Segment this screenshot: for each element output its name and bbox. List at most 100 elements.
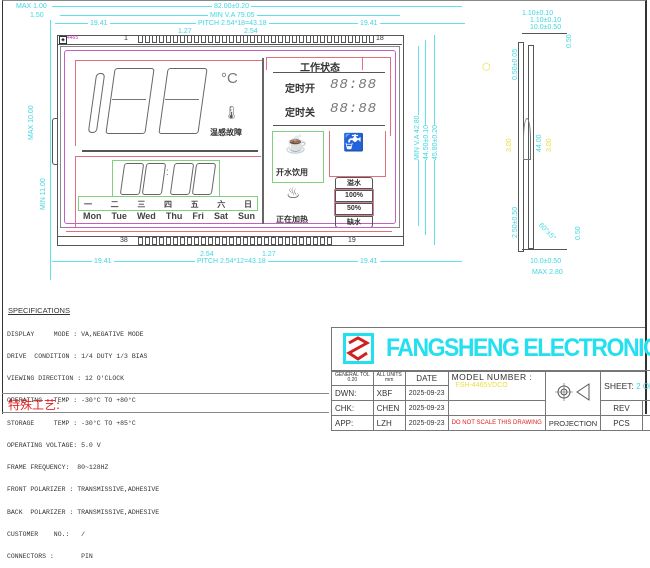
pin-label-18: 18 — [376, 35, 384, 42]
spec-list: DISPLAY MODE : VA,NEGATIVE MODE DRIVE CO… — [7, 316, 159, 568]
water-level-50: 50% — [334, 202, 374, 216]
projection-symbol-icon — [554, 383, 590, 401]
spec-line: FRAME FREQUENCY: 80~128HZ — [7, 464, 109, 472]
weekday-cn: 日 — [243, 200, 252, 209]
bottom-pin-header — [57, 235, 404, 246]
top-pin-header — [57, 35, 402, 45]
dim-va-width: MIN V.A 79.05 — [208, 12, 257, 19]
spec-line: OPERATING VOLTAGE: 5.0 V — [7, 441, 101, 449]
model-number-value: FSH-4465VDCO — [455, 382, 508, 389]
side-view-pin-top — [522, 33, 567, 34]
celsius-unit: °C — [221, 70, 238, 87]
dim-right-glass: 44.50±0.10 — [423, 125, 430, 160]
heating-waves-icon: ♨ — [286, 185, 300, 202]
projection-label: PROJECTION — [544, 415, 602, 431]
work-status-title: 工作状态 — [300, 63, 340, 74]
model-spacer — [447, 400, 546, 416]
part-code: 4465 — [67, 35, 79, 41]
work-status-outline — [266, 57, 363, 70]
status-red-outline — [333, 57, 391, 136]
weekday-en: Sun — [238, 211, 255, 221]
dim-left-margin-bottom: 19.41 — [92, 258, 114, 265]
side-view-bevel — [523, 118, 531, 160]
general-tol-label: GENERAL TOL — [335, 372, 370, 378]
model-number-cell: MODEL NUMBER : FSH-4465VDCO — [447, 370, 546, 401]
weekday-en: Wed — [136, 211, 156, 221]
do-not-scale-warning: DO NOT SCALE THIS DRAWING — [447, 415, 546, 431]
spec-line: OPERATING TEMP : -30°C TO +80°C — [7, 397, 136, 405]
segment-mid — [112, 99, 146, 100]
drawn-by-name: XBF — [372, 385, 406, 401]
spec-line: CONNECTORS : PIN — [7, 553, 93, 560]
dim-pin-pitch-top: 2.54 — [244, 28, 258, 35]
left-notch — [52, 118, 58, 165]
side-view-pin-bottom — [522, 249, 567, 250]
boil-panel-outline — [272, 131, 324, 183]
dim-side-mid-2: 44.00 — [536, 134, 543, 152]
pcs-label: PCS — [600, 415, 643, 431]
rev-value: B — [641, 400, 650, 416]
water-level-overflow: 溢水 — [335, 177, 373, 189]
temp-fault-label: 温感故障 — [210, 128, 242, 137]
weekday-cn: 六 — [217, 200, 226, 209]
spec-line: BACK POLARIZER : TRANSMISSIVE,ADHESIVE — [7, 508, 160, 516]
weekday-en-row: Mon Tue Wed Thu Fri Sat Sun — [83, 211, 255, 221]
checked-date: 2025-09-23 — [404, 400, 449, 416]
dim-overall-width: 82.00±0.20 — [212, 3, 251, 10]
faucet-panel-outline — [329, 131, 386, 177]
top-pin-row — [138, 35, 374, 43]
company-logo — [343, 333, 374, 364]
spec-line: DRIVE CONDITION : 1/4 DUTY 1/3 BIAS — [7, 353, 148, 361]
dim-pitch-bottom: PITCH 2.54*12=43.18 — [195, 258, 268, 265]
separator-bar — [82, 150, 258, 152]
heating-label: 正在加热 — [276, 215, 308, 224]
pin-label-1: 1 — [124, 35, 128, 42]
spec-bottom-line — [2, 412, 329, 413]
bottom-outline-band — [66, 227, 392, 232]
dim-left-max: MAX 10.00 — [28, 105, 35, 140]
dim-left-min: MIN 11.00 — [40, 178, 47, 210]
clock-digit-outline — [112, 160, 220, 197]
date-header: DATE — [404, 370, 449, 386]
timer-on-label: 定时开 — [285, 84, 315, 95]
weekday-en: Thu — [165, 211, 183, 221]
dim-pin-half-top: 1.27 — [178, 28, 192, 35]
dim-edge: 1.50 — [30, 12, 44, 19]
sheet-value: 2 OF 4 — [636, 381, 650, 391]
dim-right-overall: 45.80±0.20 — [432, 125, 439, 160]
pin-label-19: 19 — [348, 237, 356, 244]
dim-line-left — [50, 20, 51, 280]
units-label: ALL UNITS — [376, 372, 402, 378]
pcs-value: / — [641, 415, 650, 431]
vertical-divider — [262, 58, 264, 224]
spec-divider — [2, 393, 329, 394]
boil-label: 开水饮用 — [276, 168, 308, 177]
segment-mid — [165, 99, 199, 100]
company-name: FANGSHENG ELECTRONIC CO.,LTD — [386, 334, 650, 362]
clock-colon: : — [166, 167, 169, 178]
dim-pin-pitch-bottom: 2.54 — [200, 251, 214, 258]
weekday-cn: 五 — [190, 200, 199, 209]
dim-side-4: 0.50 — [566, 34, 573, 48]
dim-side-5: 0.50±0.05 — [512, 48, 519, 80]
units-value: mm — [385, 377, 394, 383]
weekday-en: Tue — [111, 211, 127, 221]
projection-symbol — [544, 370, 602, 416]
spec-line: FRONT POLARIZER : TRANSMISSIVE,ADHESIVE — [7, 486, 160, 494]
status-underline — [273, 72, 385, 73]
dim-side-3: 10.0±0.50 — [530, 24, 562, 31]
approved-by-name: LZH — [372, 415, 406, 431]
timer-off-digits: 88:88 — [330, 101, 378, 117]
dim-side-2: 1.10±0.10 — [530, 17, 562, 24]
water-level-list: 溢水 100% 50% 缺水 — [334, 177, 374, 228]
pin-label-38: 38 — [120, 237, 128, 244]
spec-title: SPECIFICATIONS — [8, 306, 70, 315]
dim-side-mid-3: 3.00 — [546, 138, 553, 152]
bottom-pin-row — [138, 237, 332, 245]
spec-line: CUSTOMER NO.: / — [7, 530, 86, 538]
dim-pitch-top: PITCH 2.54*18=43.18 — [196, 20, 269, 27]
weekday-cn: 四 — [163, 200, 172, 209]
dim-side-1: 1.10±0.10 — [522, 10, 554, 17]
